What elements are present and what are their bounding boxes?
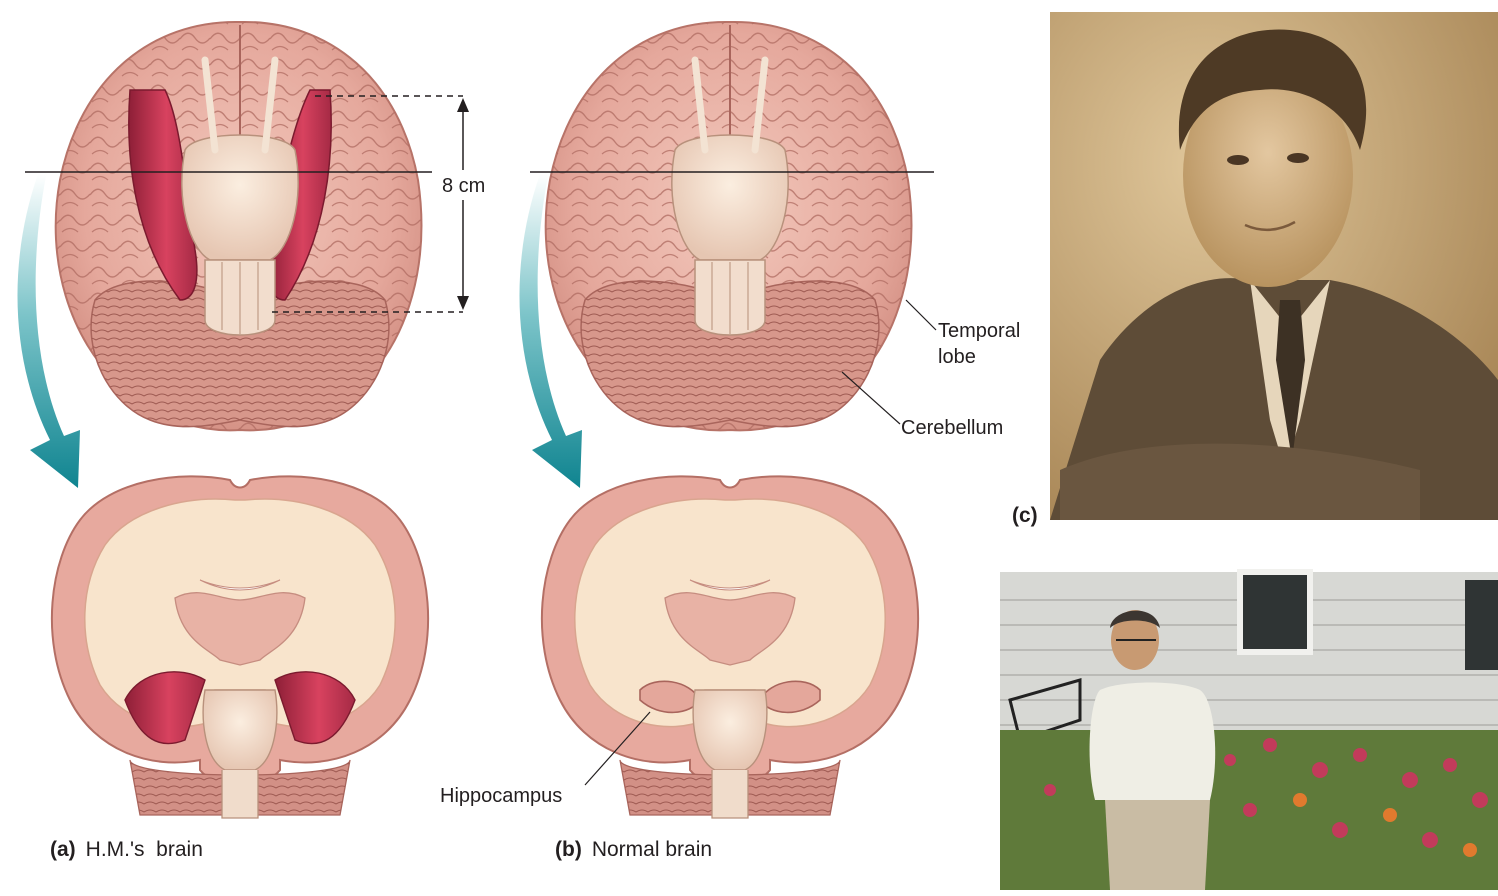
section-lines <box>25 95 934 313</box>
section-arrow-b <box>519 174 582 488</box>
normal-ventral-brain <box>544 20 913 432</box>
temporal-lobe-label-line2: lobe <box>938 346 976 368</box>
caption-a: (a) H.M.'s brain <box>50 838 203 862</box>
measurement-label: 8 cm <box>440 174 488 198</box>
caption-b-text: Normal brain <box>591 838 713 861</box>
section-arrow-a <box>17 174 80 488</box>
caption-b-letter: (b) <box>555 838 582 861</box>
hippocampus-label: Hippocampus <box>440 785 563 807</box>
leader-lines <box>584 299 937 786</box>
hm-coronal-section <box>50 475 430 819</box>
temporal-lobe-label-line1: Temporal <box>938 320 1021 342</box>
caption-a-letter: (a) <box>50 838 76 861</box>
normal-coronal-section <box>540 475 920 819</box>
hm-ventral-brain <box>54 20 423 432</box>
caption-a-text: H.M.'s brain <box>85 838 203 861</box>
cerebellum-label: Cerebellum <box>901 417 1004 439</box>
caption-c-letter: (c) <box>1012 504 1038 527</box>
garden-photo-older <box>1000 569 1498 890</box>
portrait-photo-young <box>1050 12 1498 520</box>
caption-b: (b) Normal brain <box>555 838 712 862</box>
